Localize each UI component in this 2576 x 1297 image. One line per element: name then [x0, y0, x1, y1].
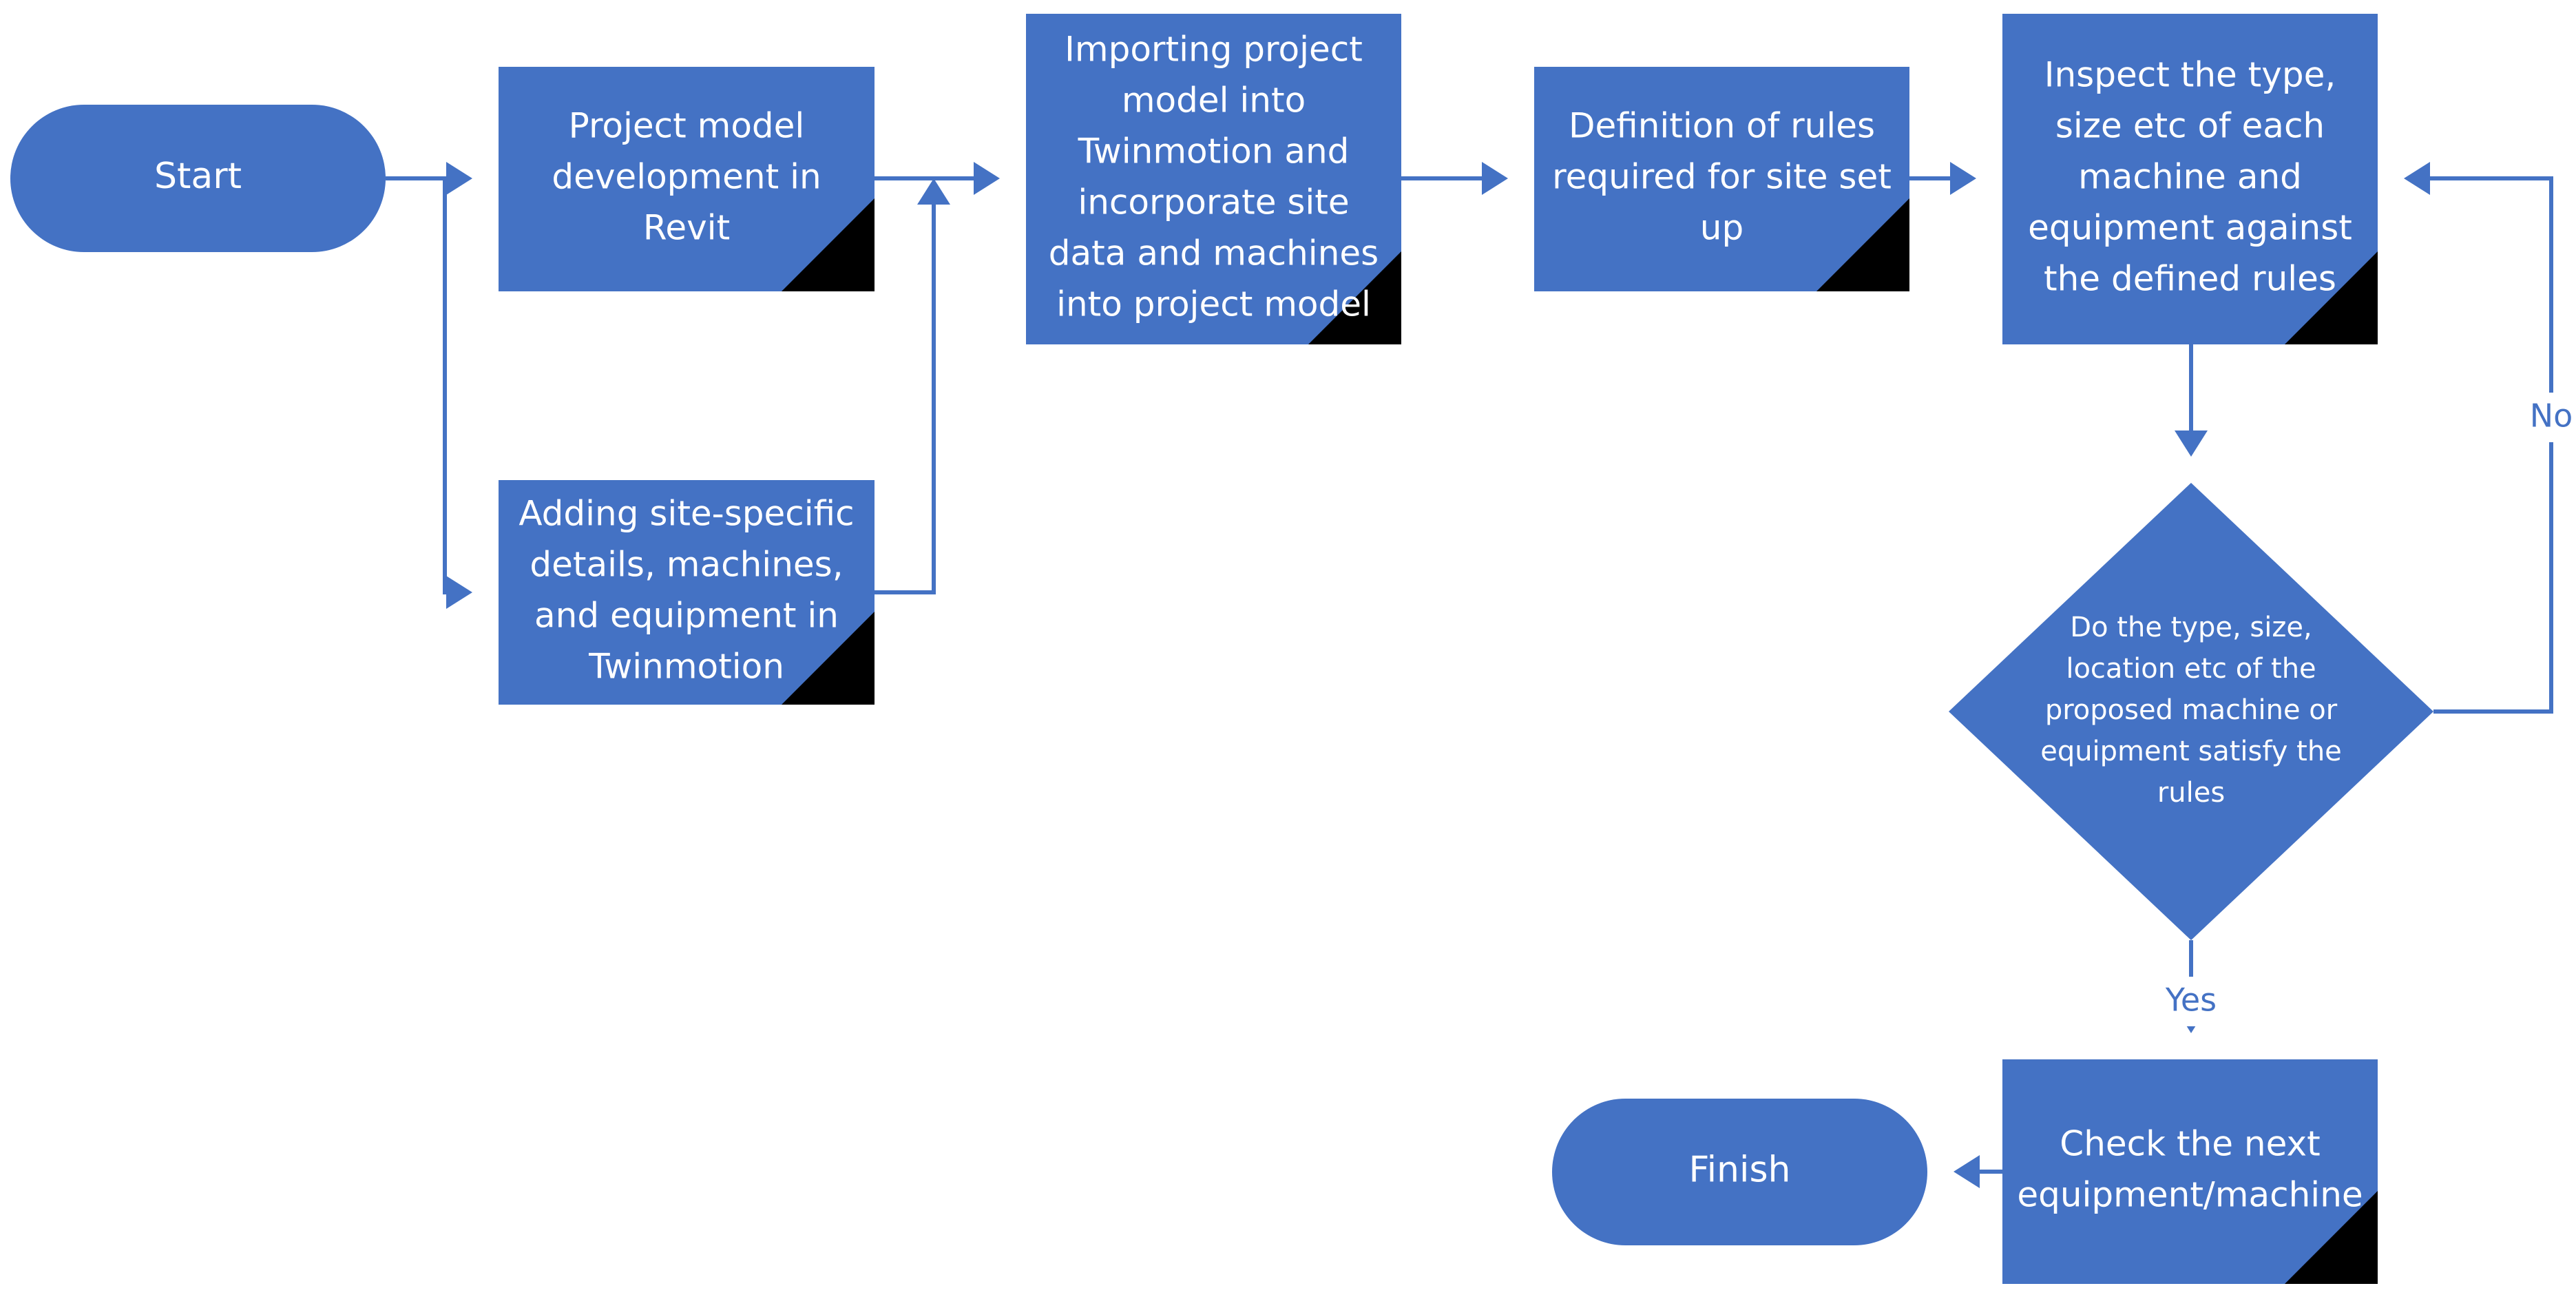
node-label-line: into project model	[1056, 284, 1371, 324]
edge-site-details-to-import	[875, 178, 950, 594]
node-label-line: equipment against	[2028, 208, 2352, 248]
node-label-line: size etc of each	[2055, 106, 2325, 146]
corner-fold-icon	[1816, 198, 1909, 291]
node-label-line: Start	[154, 156, 242, 197]
edge-line	[875, 205, 936, 594]
decision-diamond	[1949, 483, 2433, 940]
node-site-details: Adding site-specific details, machines, an…	[499, 480, 875, 705]
node-label-line: Finish	[1688, 1150, 1790, 1191]
node-label-line: and equipment in	[534, 596, 839, 636]
arrowhead-icon	[446, 162, 472, 195]
edge-inspect-to-decision	[2175, 344, 2208, 457]
node-check-next: Check the next equipment/machine	[2002, 1059, 2378, 1284]
edge-line	[443, 178, 447, 594]
edge-decision-to-inspect	[2404, 162, 2553, 714]
node-label-line: Twinmotion	[588, 647, 784, 687]
edge-revit-to-import	[875, 162, 1000, 195]
corner-fold-icon	[2285, 251, 2378, 344]
edge-start-to-site-details	[443, 178, 472, 609]
corner-fold-icon	[782, 612, 875, 705]
node-label-line: Inspect the type,	[2044, 55, 2336, 95]
node-label-line: Twinmotion and	[1078, 132, 1350, 172]
node-label-line: Importing project	[1065, 30, 1363, 70]
edge-check-next-to-finish	[1954, 1155, 2002, 1188]
process-box	[2002, 14, 2378, 344]
arrowhead-icon	[917, 178, 950, 205]
arrowhead-icon	[974, 162, 1000, 195]
node-label-line: data and machines	[1049, 234, 1379, 273]
node-label-line: the defined rules	[2044, 259, 2336, 299]
node-rules: Definition of rules required for site set…	[1534, 67, 1909, 291]
arrowhead-icon	[1954, 1155, 1980, 1188]
node-label-line: model into	[1122, 81, 1306, 121]
arrowhead-icon	[1950, 162, 1976, 195]
process-box	[499, 67, 875, 291]
node-finish: Finish	[1552, 1099, 1927, 1245]
node-label-line: Adding site-specific	[519, 494, 854, 534]
edge-import-to-rules	[1401, 162, 1508, 195]
process-box	[1026, 14, 1401, 344]
corner-fold-icon	[1308, 251, 1401, 344]
edge-label-no: No	[2530, 397, 2573, 435]
nodes-layer: Start Project model development in RevitAdd…	[10, 14, 2433, 1284]
node-label-line: proposed machine or	[2045, 694, 2338, 726]
node-label-line: required for site set	[1552, 157, 1892, 197]
terminator-shape	[1552, 1099, 1927, 1245]
arrowhead-icon	[2175, 430, 2208, 457]
node-decision: Do the type, size, location etc of the pro…	[1949, 483, 2433, 940]
process-box	[499, 480, 875, 705]
edge-rules-to-inspect	[1909, 162, 1976, 195]
corner-fold-icon	[2285, 1191, 2378, 1284]
node-start: Start	[10, 105, 386, 252]
corner-fold-icon	[782, 198, 875, 291]
node-label-line: equipment satisfy the	[2040, 736, 2342, 767]
node-label-line: equipment/machine	[2017, 1175, 2363, 1215]
edge-start-to-revit	[386, 162, 472, 195]
node-label-line: Check the next	[2060, 1124, 2320, 1164]
edge-label-background	[2155, 977, 2227, 1026]
node-label-line: development in	[552, 157, 821, 197]
node-label-line: rules	[2157, 777, 2225, 809]
node-label-line: location etc of the	[2066, 653, 2316, 685]
node-revit: Project model development in Revit	[499, 67, 875, 291]
node-label-line: machine and	[2078, 157, 2302, 197]
terminator-shape	[10, 105, 386, 252]
arrowhead-icon	[2404, 162, 2430, 195]
node-inspect: Inspect the type, size etc of each machine…	[2002, 14, 2378, 344]
arrowhead-icon	[446, 576, 472, 609]
node-label-line: details, machines,	[530, 545, 843, 585]
edge-label-background	[2522, 393, 2576, 442]
node-label-line: incorporate site	[1078, 183, 1349, 222]
node-label-line: Project model	[569, 106, 805, 146]
process-box	[1534, 67, 1909, 291]
edge-label-yes: Yes	[2165, 982, 2217, 1019]
node-label-line: Definition of rules	[1569, 106, 1875, 146]
node-label-line: up	[1700, 208, 1743, 248]
edge-line	[2430, 176, 2553, 714]
node-label-line: Revit	[643, 208, 730, 248]
node-label-line: Do the type, size,	[2070, 612, 2312, 643]
process-box	[2002, 1059, 2378, 1284]
arrowhead-icon	[1482, 162, 1508, 195]
